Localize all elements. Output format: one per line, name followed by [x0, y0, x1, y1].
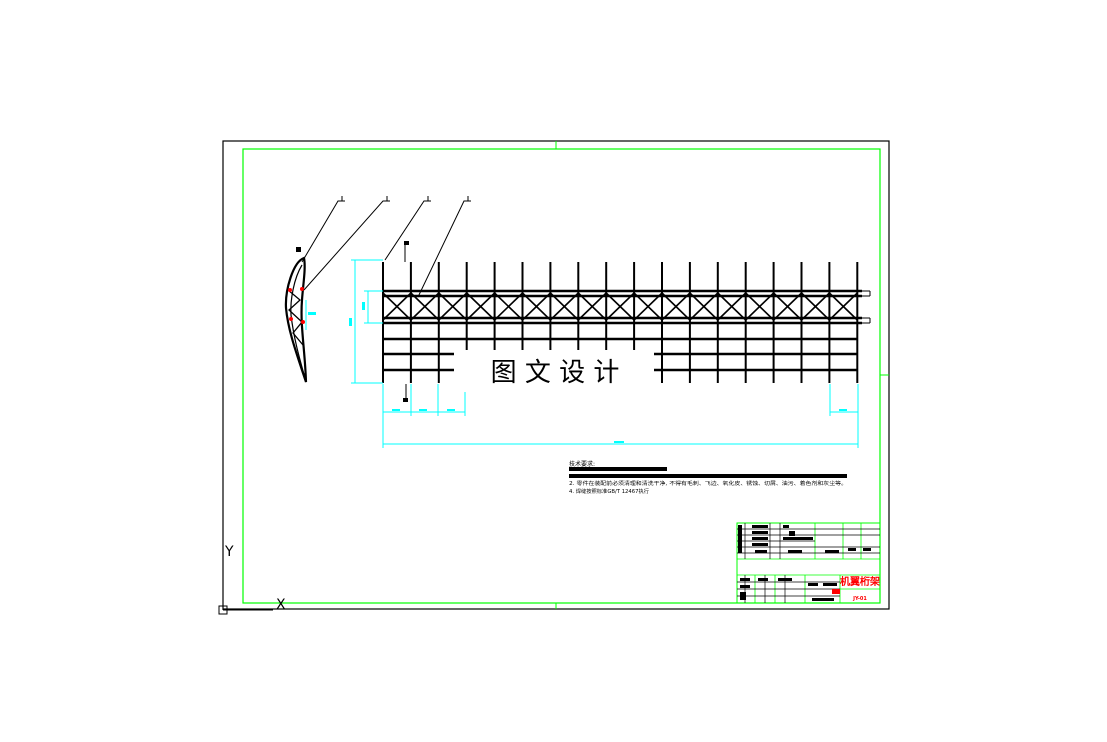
part-marker [403, 398, 408, 402]
note-line-1: 2. 零件在装配前必须清理和清洗干净, 不得有毛刺、飞边、氧化皮、锈蚀、切屑、油… [569, 480, 847, 487]
truss-brace [745, 292, 775, 321]
truss-brace [773, 292, 803, 321]
title-block-field-text [738, 525, 871, 601]
dimension-texts [349, 302, 847, 443]
watermark-text: 图 文 设 计 [491, 358, 620, 388]
truss-brace [410, 292, 440, 321]
drawing-border [242, 148, 881, 604]
ucs-icon [218, 556, 273, 615]
dimension-lines [351, 259, 859, 448]
truss-brace [689, 292, 719, 321]
joint-marker [301, 320, 305, 324]
notes-heading: 技术要求: [569, 460, 595, 468]
truss-brace [438, 292, 468, 321]
truss-brace [466, 292, 496, 321]
airfoil-inner [290, 264, 306, 379]
redacted-note-bar [569, 467, 667, 471]
truss-bracing [382, 292, 858, 321]
part-marker [296, 247, 301, 252]
truss-brace [382, 292, 412, 321]
airfoil-truss [287, 289, 304, 346]
airfoil-rib-section [284, 247, 316, 383]
ucs-y-label: Y [224, 544, 234, 560]
joint-marker [288, 288, 292, 292]
ucs-x-label: X [276, 597, 286, 613]
joint-marker [300, 287, 304, 291]
joint-marker [289, 317, 293, 321]
truss-brace [605, 292, 635, 321]
drawing-name: 机翼桁架 [840, 575, 880, 588]
truss-brace [717, 292, 747, 321]
truss-brace [800, 292, 830, 321]
truss-brace [494, 292, 524, 321]
watermark-background [454, 350, 654, 392]
truss-brace [549, 292, 579, 321]
drawing-number: JY-01 [852, 596, 867, 602]
border-center-marks [555, 141, 889, 609]
leader-lines [301, 196, 471, 298]
truss-brace [661, 292, 691, 321]
redacted-note-bar [569, 474, 847, 478]
truss-brace [521, 292, 551, 321]
technical-notes: 技术要求: 2. 零件在装配前必须清理和清洗干净, 不得有毛刺、飞边、氧化皮、锈… [569, 460, 847, 495]
truss-brace [828, 292, 858, 321]
part-marker [404, 241, 409, 245]
title-block-red-field [832, 589, 840, 594]
truss-brace [633, 292, 663, 321]
truss-brace [577, 292, 607, 321]
note-line-2: 4. 焊缝按照标准GB/T 12467执行 [569, 488, 649, 495]
title-block: 机翼桁架 JY-01 [736, 522, 881, 604]
dimension-text [308, 312, 316, 315]
